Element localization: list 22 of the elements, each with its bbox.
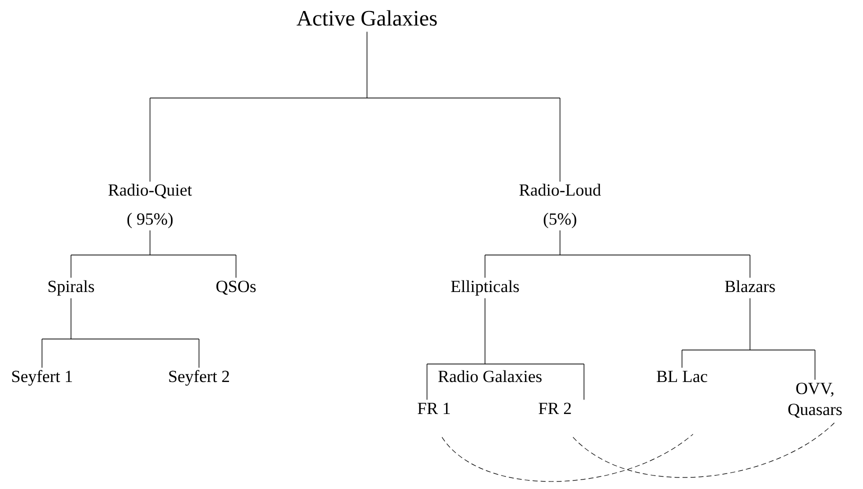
title: Active Galaxies (296, 10, 437, 26)
curved-link (442, 434, 694, 482)
node-label: BL Lac (656, 370, 708, 382)
node-label: Seyfert 1 (12, 370, 72, 386)
tree-connector (42, 298, 200, 368)
tree-connector (426, 298, 584, 400)
node-label: QSOs (216, 280, 256, 295)
tree-connector (150, 31, 560, 182)
tree-connector (484, 230, 750, 278)
curved-link (572, 422, 836, 478)
node-label: FR 1 (418, 402, 450, 414)
node-label: FR 2 (538, 402, 571, 414)
node-label: Spirals (48, 280, 94, 296)
node-label: Blazars (725, 280, 775, 292)
tree-connector (70, 230, 236, 278)
node-label: OVV, Quasars (788, 382, 842, 418)
tree-connector (682, 298, 816, 380)
group-label: Radio Galaxies (438, 370, 542, 382)
node-label: Seyfert 2 (169, 370, 229, 386)
node-label: Radio-Quiet ( 95%) (108, 184, 192, 228)
node-label: Ellipticals (451, 280, 519, 296)
node-label: Radio-Loud (5%) (519, 184, 601, 228)
